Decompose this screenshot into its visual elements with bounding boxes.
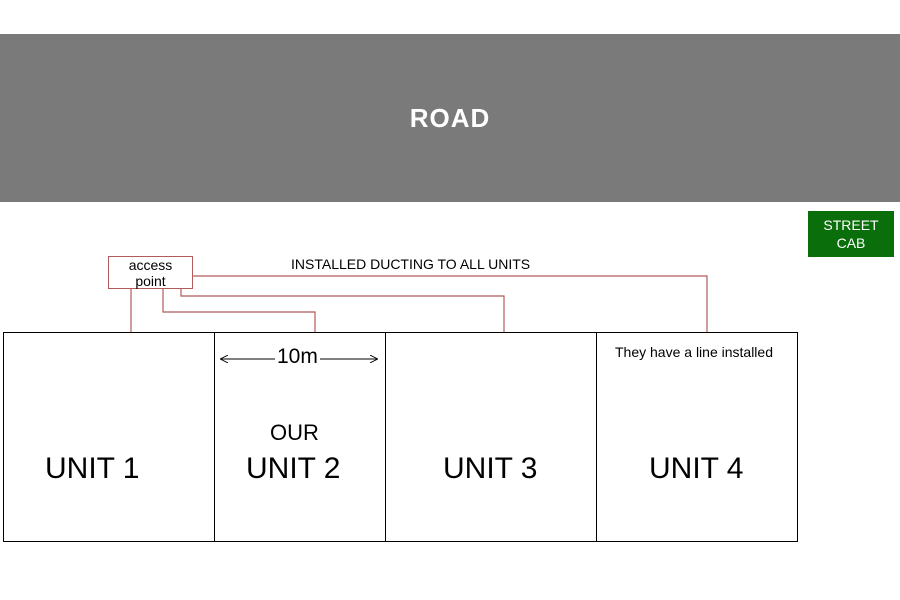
- unit-3-label: UNIT 3: [443, 452, 538, 485]
- unit-1-label: UNIT 1: [45, 452, 140, 485]
- road-label: ROAD: [409, 102, 491, 133]
- unit-4-note: They have a line installed: [615, 344, 773, 360]
- dimension-label: 10m: [275, 345, 320, 369]
- unit-1-box: [3, 332, 215, 542]
- street-cab-label-line1: STREET: [823, 217, 879, 233]
- access-point-label-line2: point: [135, 272, 166, 289]
- unit-2-label: UNIT 2: [246, 452, 341, 485]
- road: [0, 34, 900, 202]
- duct-line-unit-4: [193, 275, 708, 332]
- unit-4-box: [596, 332, 798, 542]
- access-point: access point: [108, 256, 193, 289]
- duct-line-unit-2: [162, 289, 316, 332]
- unit-3-box: [385, 332, 597, 542]
- unit-2-prefix: OUR: [270, 420, 319, 445]
- ducting-label: INSTALLED DUCTING TO ALL UNITS: [291, 256, 531, 272]
- duct-line-unit-3: [180, 289, 505, 332]
- unit-4-label: UNIT 4: [649, 452, 744, 485]
- street-cab: STREET CAB: [808, 211, 894, 257]
- street-cab-label-line2: CAB: [836, 235, 866, 251]
- access-point-label-line1: access: [128, 256, 173, 273]
